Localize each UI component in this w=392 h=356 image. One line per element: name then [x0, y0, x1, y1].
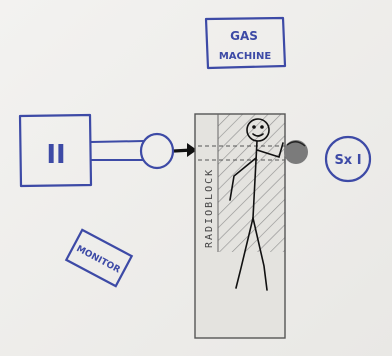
stick-figure-right-eye — [260, 125, 264, 129]
machine-two-label: II — [46, 140, 65, 170]
hand-disc — [284, 140, 308, 164]
arrow — [173, 143, 197, 157]
gas-machine-label-line1: GAS — [230, 29, 258, 43]
hand-disc-shape — [284, 140, 308, 164]
gas-machine-box — [204, 16, 287, 70]
stick-figure-left-leg — [235, 217, 254, 289]
machine-two: II — [18, 113, 175, 188]
stick-figure-left-eye — [252, 125, 256, 129]
gas-machine-label-line2: MACHINE — [219, 51, 271, 62]
stick-figure-right-leg — [252, 217, 268, 291]
stick-figure-head — [246, 118, 270, 142]
stick-figure — [229, 118, 284, 291]
stick-figure-mouth — [252, 133, 264, 137]
sx-one-circle — [324, 135, 372, 183]
connector-bulb — [139, 132, 175, 170]
gas-machine: GAS MACHINE — [204, 16, 287, 70]
radioblock: RADIOBLOCK — [194, 113, 286, 339]
radioblock-label: RADIOBLOCK — [204, 168, 215, 248]
machine-two-box — [18, 113, 93, 188]
stick-figure-right-arm — [256, 142, 284, 159]
hand-disc-edge — [286, 141, 306, 147]
stick-figure-left-arm — [229, 157, 257, 201]
connector-top-line — [90, 140, 145, 143]
arrow-head — [187, 143, 197, 157]
radioblock-hatch — [218, 114, 285, 252]
radioblock-outline — [194, 113, 286, 339]
sx-one-label: Sx I — [334, 153, 361, 168]
monitor-box — [64, 228, 134, 288]
sx-one: Sx I — [324, 135, 372, 183]
stick-figure-torso — [252, 140, 258, 219]
